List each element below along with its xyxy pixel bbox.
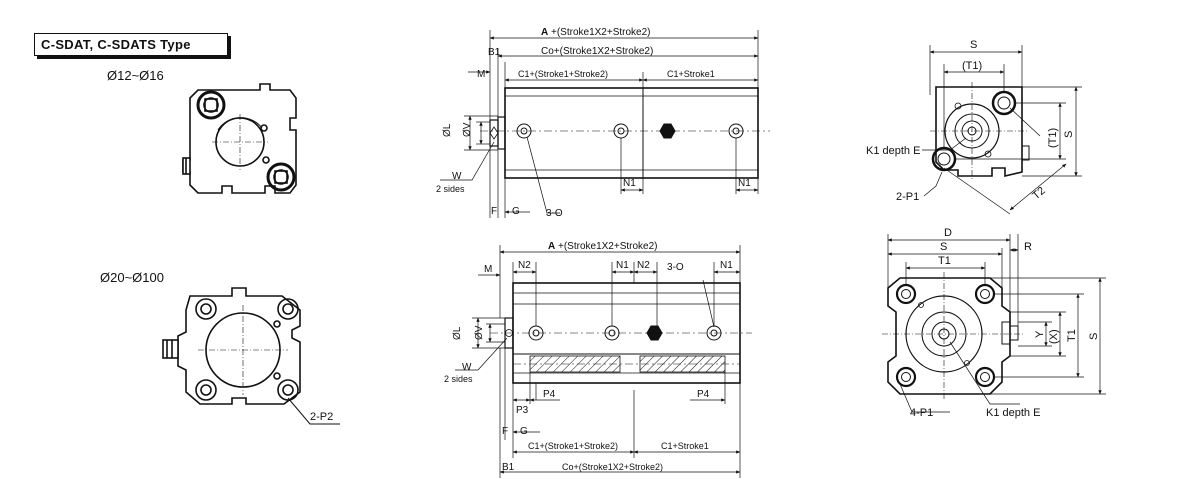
side-top-N1a-label: N1 xyxy=(623,178,636,189)
side-bottom-P3-label: P3 xyxy=(516,405,529,416)
end-top-Sv-label: S xyxy=(1063,131,1075,138)
end-top-P1-label: 2-P1 xyxy=(896,191,919,203)
type-title: C-SDAT, C-SDATS Type xyxy=(41,37,191,52)
side-top-M-label: M xyxy=(477,69,485,80)
side-bottom-W-label: W xyxy=(462,362,472,373)
side-bottom-N1b-label: N1 xyxy=(720,260,733,271)
ports-2p2-label: 2-P2 xyxy=(310,411,333,423)
side-bottom-O-label: 3-O xyxy=(667,262,684,273)
side-bottom-C1a-label: C1+(Stroke1+Stroke2) xyxy=(528,441,618,451)
side-bottom-C1b-label: C1+Stroke1 xyxy=(661,441,709,451)
side-top-G-label: G xyxy=(512,206,520,217)
side-bottom-M-label: M xyxy=(484,264,492,275)
side-view-top xyxy=(440,30,770,218)
end-top-S-label: S xyxy=(970,39,977,51)
side-top-L-label: ØL xyxy=(442,123,453,137)
side-top-C1a-label: C1+(Stroke1+Stroke2) xyxy=(518,69,608,79)
side-top-N1b-label: N1 xyxy=(738,178,751,189)
corner-hole-tr xyxy=(277,298,299,320)
side-top-A-prefix: A xyxy=(541,27,548,38)
end-view-top xyxy=(922,45,1082,215)
end-top-T2-label: T2 xyxy=(1030,185,1048,202)
side-view-bottom xyxy=(455,245,752,478)
size-range-large-label: Ø20~Ø100 xyxy=(100,270,164,285)
end-top-T1v-label: (T1) xyxy=(1047,128,1059,148)
side-bottom-P4a-label: P4 xyxy=(543,389,556,400)
end-bottom-Sv-label: S xyxy=(1088,333,1100,340)
side-top-W-note: 2 sides xyxy=(436,184,465,194)
end-top-T1-label: (T1) xyxy=(962,60,982,72)
front-view-large xyxy=(162,287,340,425)
corner-hole-tl xyxy=(195,298,217,320)
end-bottom-S-label: S xyxy=(940,241,947,253)
end-bottom-P1-label: 4-P1 xyxy=(910,407,933,419)
end-view-bottom xyxy=(882,234,1106,413)
end-bottom-K1-label: K1 depth E xyxy=(986,407,1040,419)
corner-hole-bl xyxy=(195,379,217,401)
end-bottom-D-label: D xyxy=(944,227,952,239)
hex-plug-bottom xyxy=(646,325,663,341)
side-top-B1-label: B1 xyxy=(488,47,501,58)
side-top-C1b-label: C1+Stroke1 xyxy=(667,69,715,79)
side-bottom-Co-label: Co+(Stroke1X2+Stroke2) xyxy=(562,462,663,472)
port-holes-top xyxy=(516,123,744,139)
port-hole-lower xyxy=(266,162,296,192)
end-top-K1-label: K1 depth E xyxy=(866,145,920,157)
side-bottom-V-label: ØV xyxy=(474,325,485,340)
side-top-W-label: W xyxy=(452,171,462,182)
end-bottom-Y-label: Y xyxy=(1034,330,1046,338)
end-bottom-T1v-label: T1 xyxy=(1066,329,1078,342)
corner-hole-br xyxy=(277,379,299,401)
end-bottom-R-label: R xyxy=(1024,241,1032,253)
side-top-O-label: 3-O xyxy=(546,208,563,219)
side-bottom-A-prefix: A xyxy=(548,241,555,252)
side-top-A-label: +(Stroke1X2+Stroke2) xyxy=(551,27,651,38)
side-bottom-N2b-label: N2 xyxy=(637,260,650,271)
hex-plug xyxy=(659,123,676,139)
front-view-small xyxy=(182,83,297,194)
side-bottom-B1-label: B1 xyxy=(502,462,515,473)
end-bottom-X-label: (X) xyxy=(1048,329,1060,344)
side-top-F-label: F xyxy=(491,206,497,217)
side-bottom-G-label: G xyxy=(520,426,528,437)
side-top-Co-label: Co+(Stroke1X2+Stroke2) xyxy=(541,46,653,57)
side-bottom-N1a-label: N1 xyxy=(616,260,629,271)
size-range-small-label: Ø12~Ø16 xyxy=(107,68,164,83)
side-bottom-L-label: ØL xyxy=(452,326,463,340)
end-bottom-T1-label: T1 xyxy=(938,255,951,267)
side-bottom-F-label: F xyxy=(502,426,508,437)
side-bottom-W-note: 2 sides xyxy=(444,374,473,384)
type-title-box: C-SDAT, C-SDATS Type xyxy=(34,33,228,56)
port-hole-upper xyxy=(196,90,226,120)
side-top-V-label: ØV xyxy=(462,122,473,137)
side-bottom-N2a-label: N2 xyxy=(518,260,531,271)
side-bottom-A-label: +(Stroke1X2+Stroke2) xyxy=(558,241,658,252)
side-bottom-P4b-label: P4 xyxy=(697,389,710,400)
